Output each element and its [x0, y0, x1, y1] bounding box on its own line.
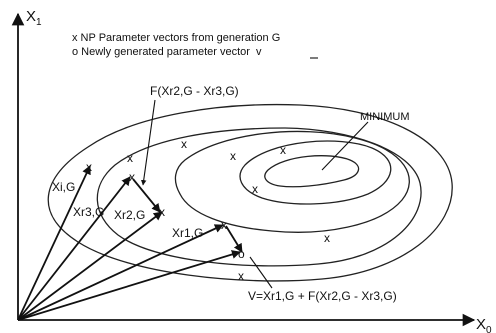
- vector-v: [17, 250, 241, 321]
- population-marker: x: [280, 143, 286, 157]
- population-marker: x: [129, 170, 135, 184]
- y-axis-label: X1: [26, 8, 42, 28]
- minimum-label: MINIMUM: [360, 111, 410, 123]
- difference-leader: [140, 99, 156, 186]
- formula-leader: [249, 256, 273, 289]
- formula-label: V=Xr1,G + F(Xr2,G - Xr3,G): [248, 289, 397, 303]
- population-marker: x: [181, 137, 187, 151]
- new-vector-marker: o: [238, 247, 245, 261]
- population-marker: x: [238, 269, 244, 283]
- difference-label: F(Xr2,G - Xr3,G): [150, 84, 239, 98]
- legend-line-1: x NP Parameter vectors from generation G: [72, 32, 280, 44]
- contour-3: [174, 130, 410, 233]
- minimum-leader: [321, 121, 369, 171]
- vector-xr3: [17, 176, 131, 321]
- difference-vector-shifted: [225, 225, 243, 253]
- vector-xr1: [17, 224, 224, 321]
- population-marker: x: [127, 151, 133, 165]
- difference-vector: [132, 178, 161, 213]
- population-marker: x: [324, 231, 330, 245]
- label-xr1: Xr1,G: [172, 226, 203, 240]
- label-xr2: Xr2,G: [114, 208, 145, 222]
- vector-xi: [17, 165, 91, 321]
- contour-2: [96, 127, 422, 267]
- contour-outer: [47, 103, 453, 282]
- population-marker: x: [252, 182, 258, 196]
- label-xr3: Xr3,G: [73, 205, 104, 219]
- label-xi: Xi,G: [52, 180, 75, 194]
- contour-inner: [264, 155, 360, 188]
- contour-4: [239, 140, 392, 205]
- vector-xr2: [17, 211, 163, 321]
- population-marker: x: [230, 149, 236, 163]
- x-axis-label: X0: [476, 316, 492, 333]
- population-marker: x: [221, 218, 227, 232]
